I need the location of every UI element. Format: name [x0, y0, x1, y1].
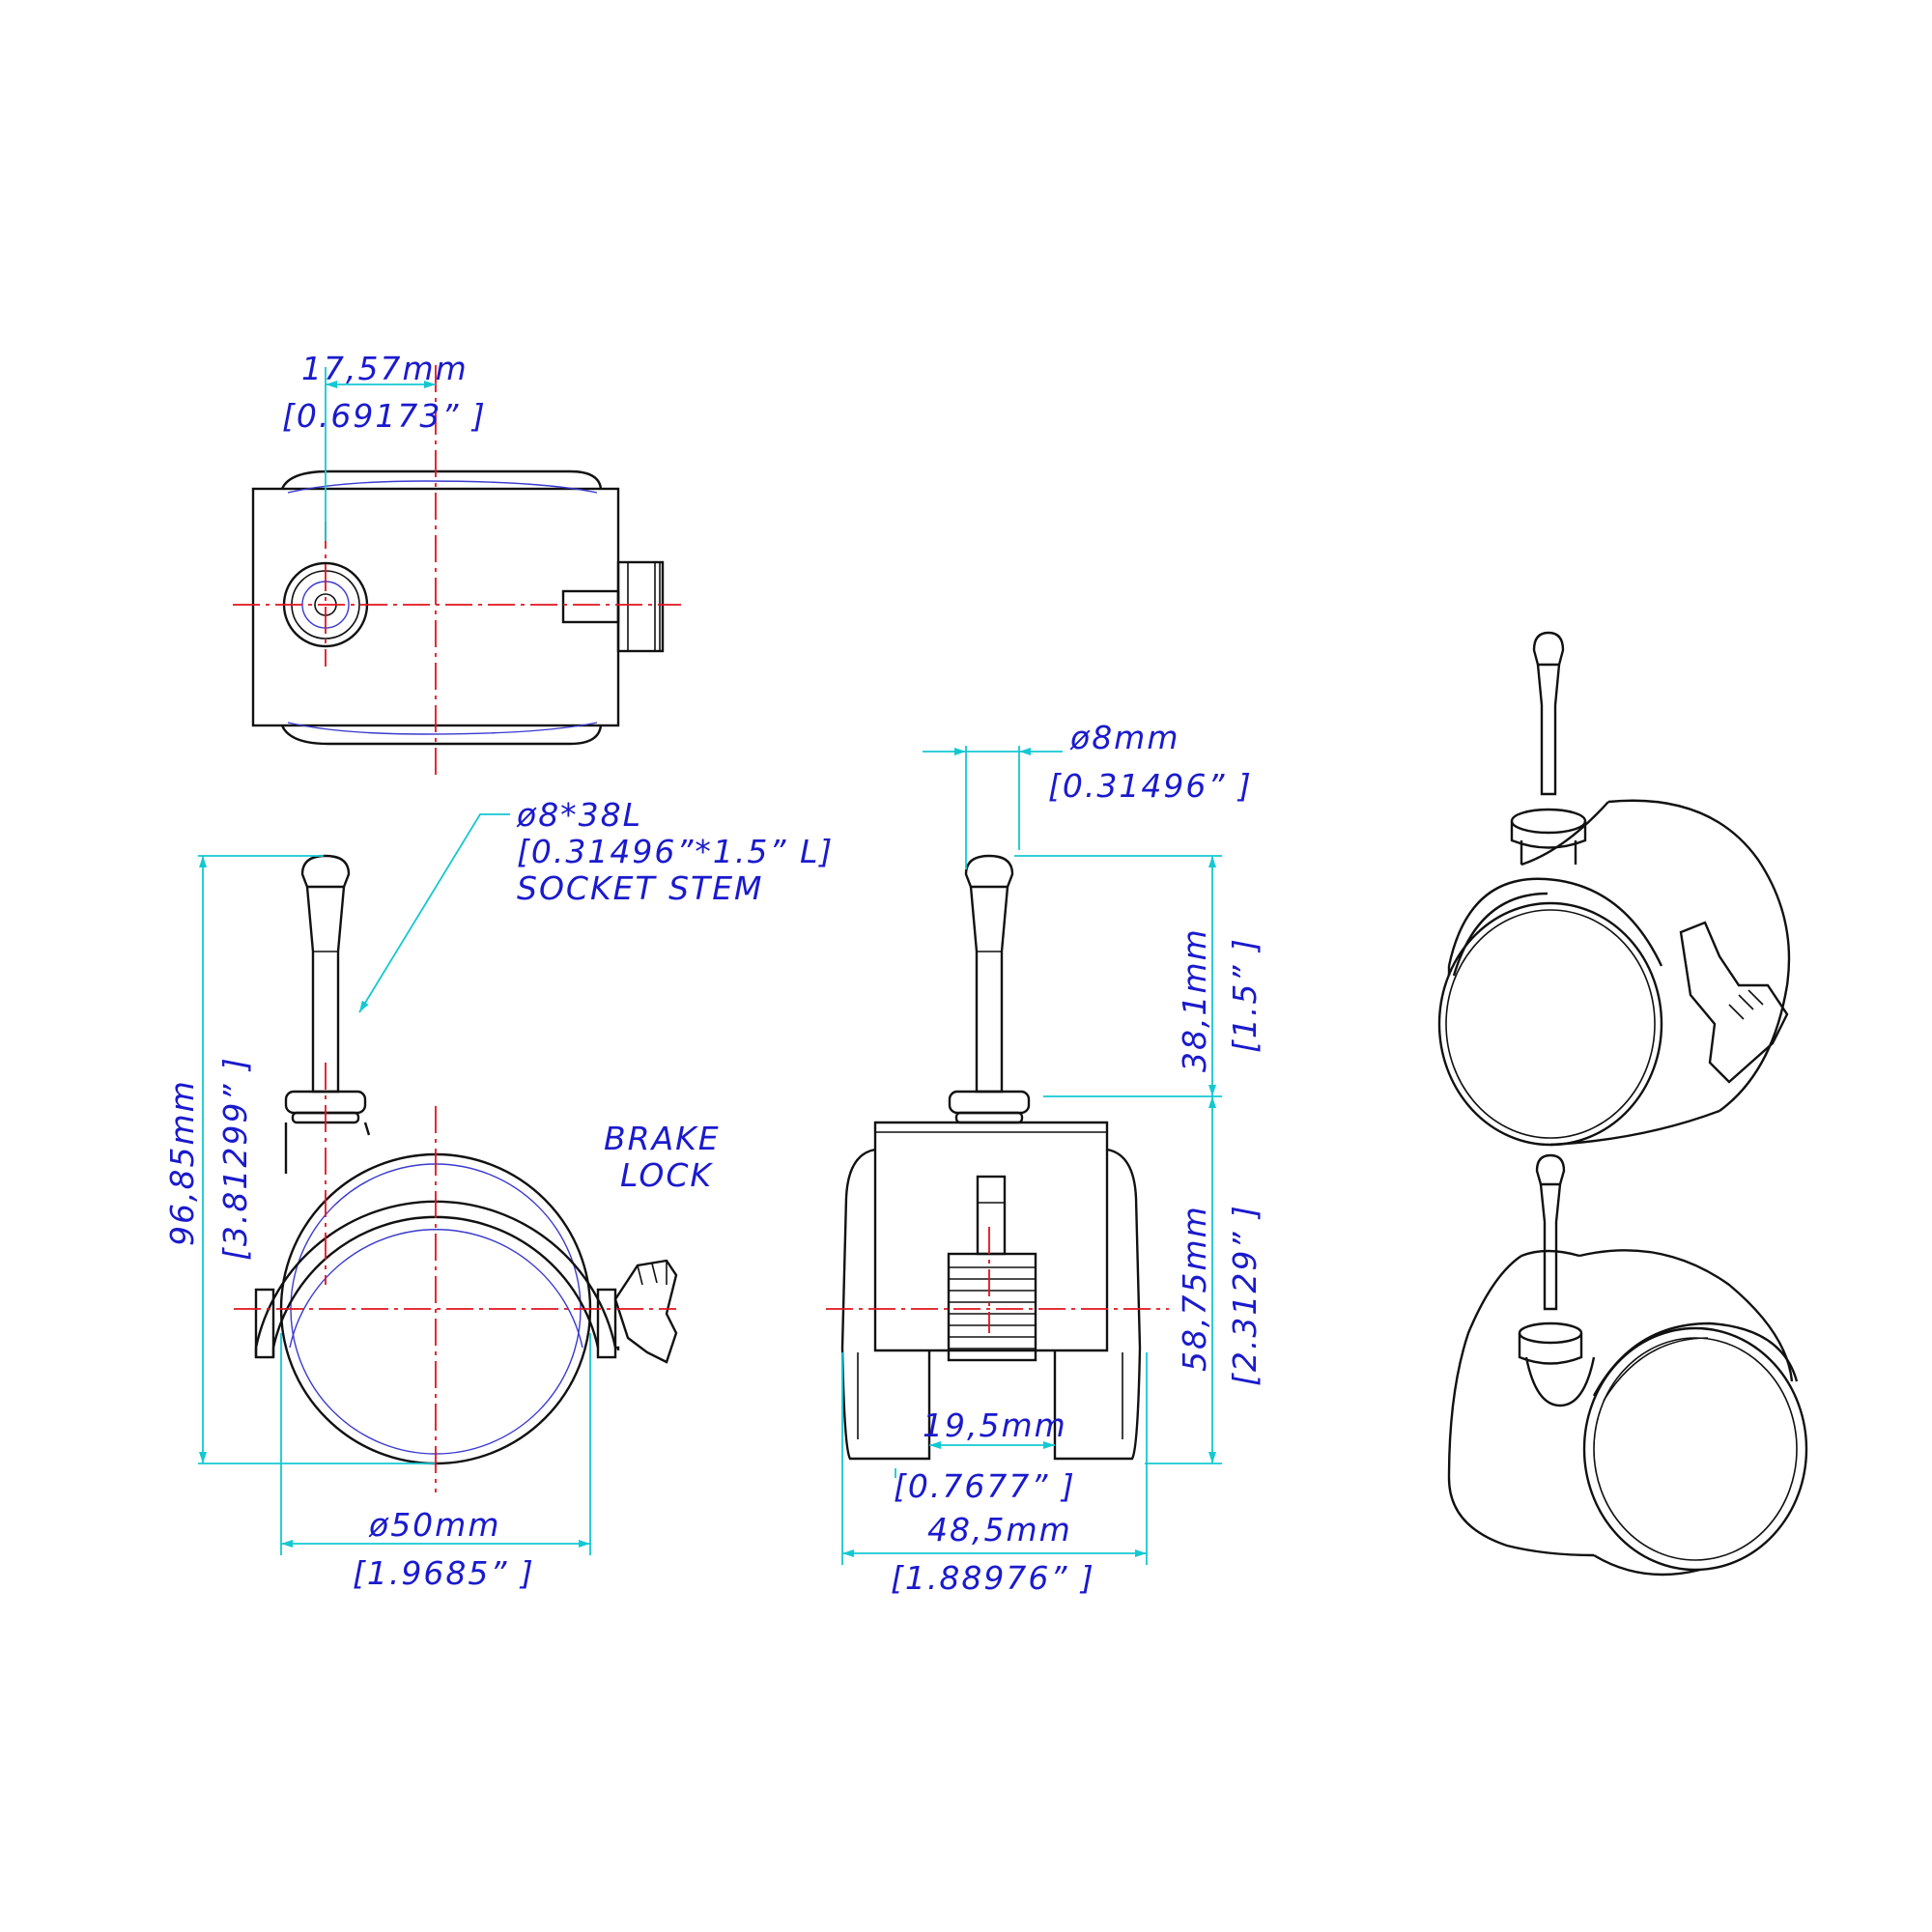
wheel-diameter-mm: ø50mm [368, 1506, 500, 1544]
width-mm: 48,5mm [927, 1511, 1072, 1548]
gap-mm: 19,5mm [923, 1406, 1067, 1444]
knob-ridges [949, 1266, 1036, 1350]
iso-view-with-brake [1437, 631, 1791, 1147]
front-view: ø8mm [0.31496” ] 38,1mm [1.5” ] 58,75mm … [826, 719, 1264, 1597]
stem-diameter-mm: ø8mm [1069, 719, 1179, 756]
top-offset-in: [0.69173” ] [282, 397, 487, 435]
width-in: [1.88976” ] [891, 1559, 1095, 1597]
brake-label-line1: BRAKE [604, 1120, 721, 1157]
stem-length-in: [1.5” ] [1226, 937, 1264, 1053]
stem-length-mm: 38,1mm [1176, 927, 1213, 1072]
top-offset-mm: 17,57mm [301, 350, 469, 387]
body-height-mm: 58,75mm [1176, 1205, 1213, 1372]
gap-in: [0.7677” ] [894, 1467, 1076, 1505]
iso-view-without-brake [1447, 1153, 1808, 1577]
brake-label-line2: LOCK [620, 1156, 713, 1194]
stem-callout-line2: [0.31496”*1.5” L] [517, 833, 834, 870]
stem-diameter-in: [0.31496” ] [1048, 767, 1253, 805]
side-height-mm: 96,85mm [163, 1079, 201, 1246]
wheel-diameter-in: [1.9685” ] [353, 1554, 535, 1592]
side-height-in: [3.81299” ] [216, 1056, 254, 1261]
body-height-in: [2.3129” ] [1226, 1204, 1264, 1386]
top-view: 17,57mm [0.69173” ] [233, 350, 681, 775]
stem-callout-line3: SOCKET STEM [517, 869, 764, 907]
side-view: 96,85mm [3.81299” ] ø50mm [1.9685” ] ø8*… [163, 796, 834, 1592]
stem-callout-line1: ø8*38L [516, 796, 642, 834]
